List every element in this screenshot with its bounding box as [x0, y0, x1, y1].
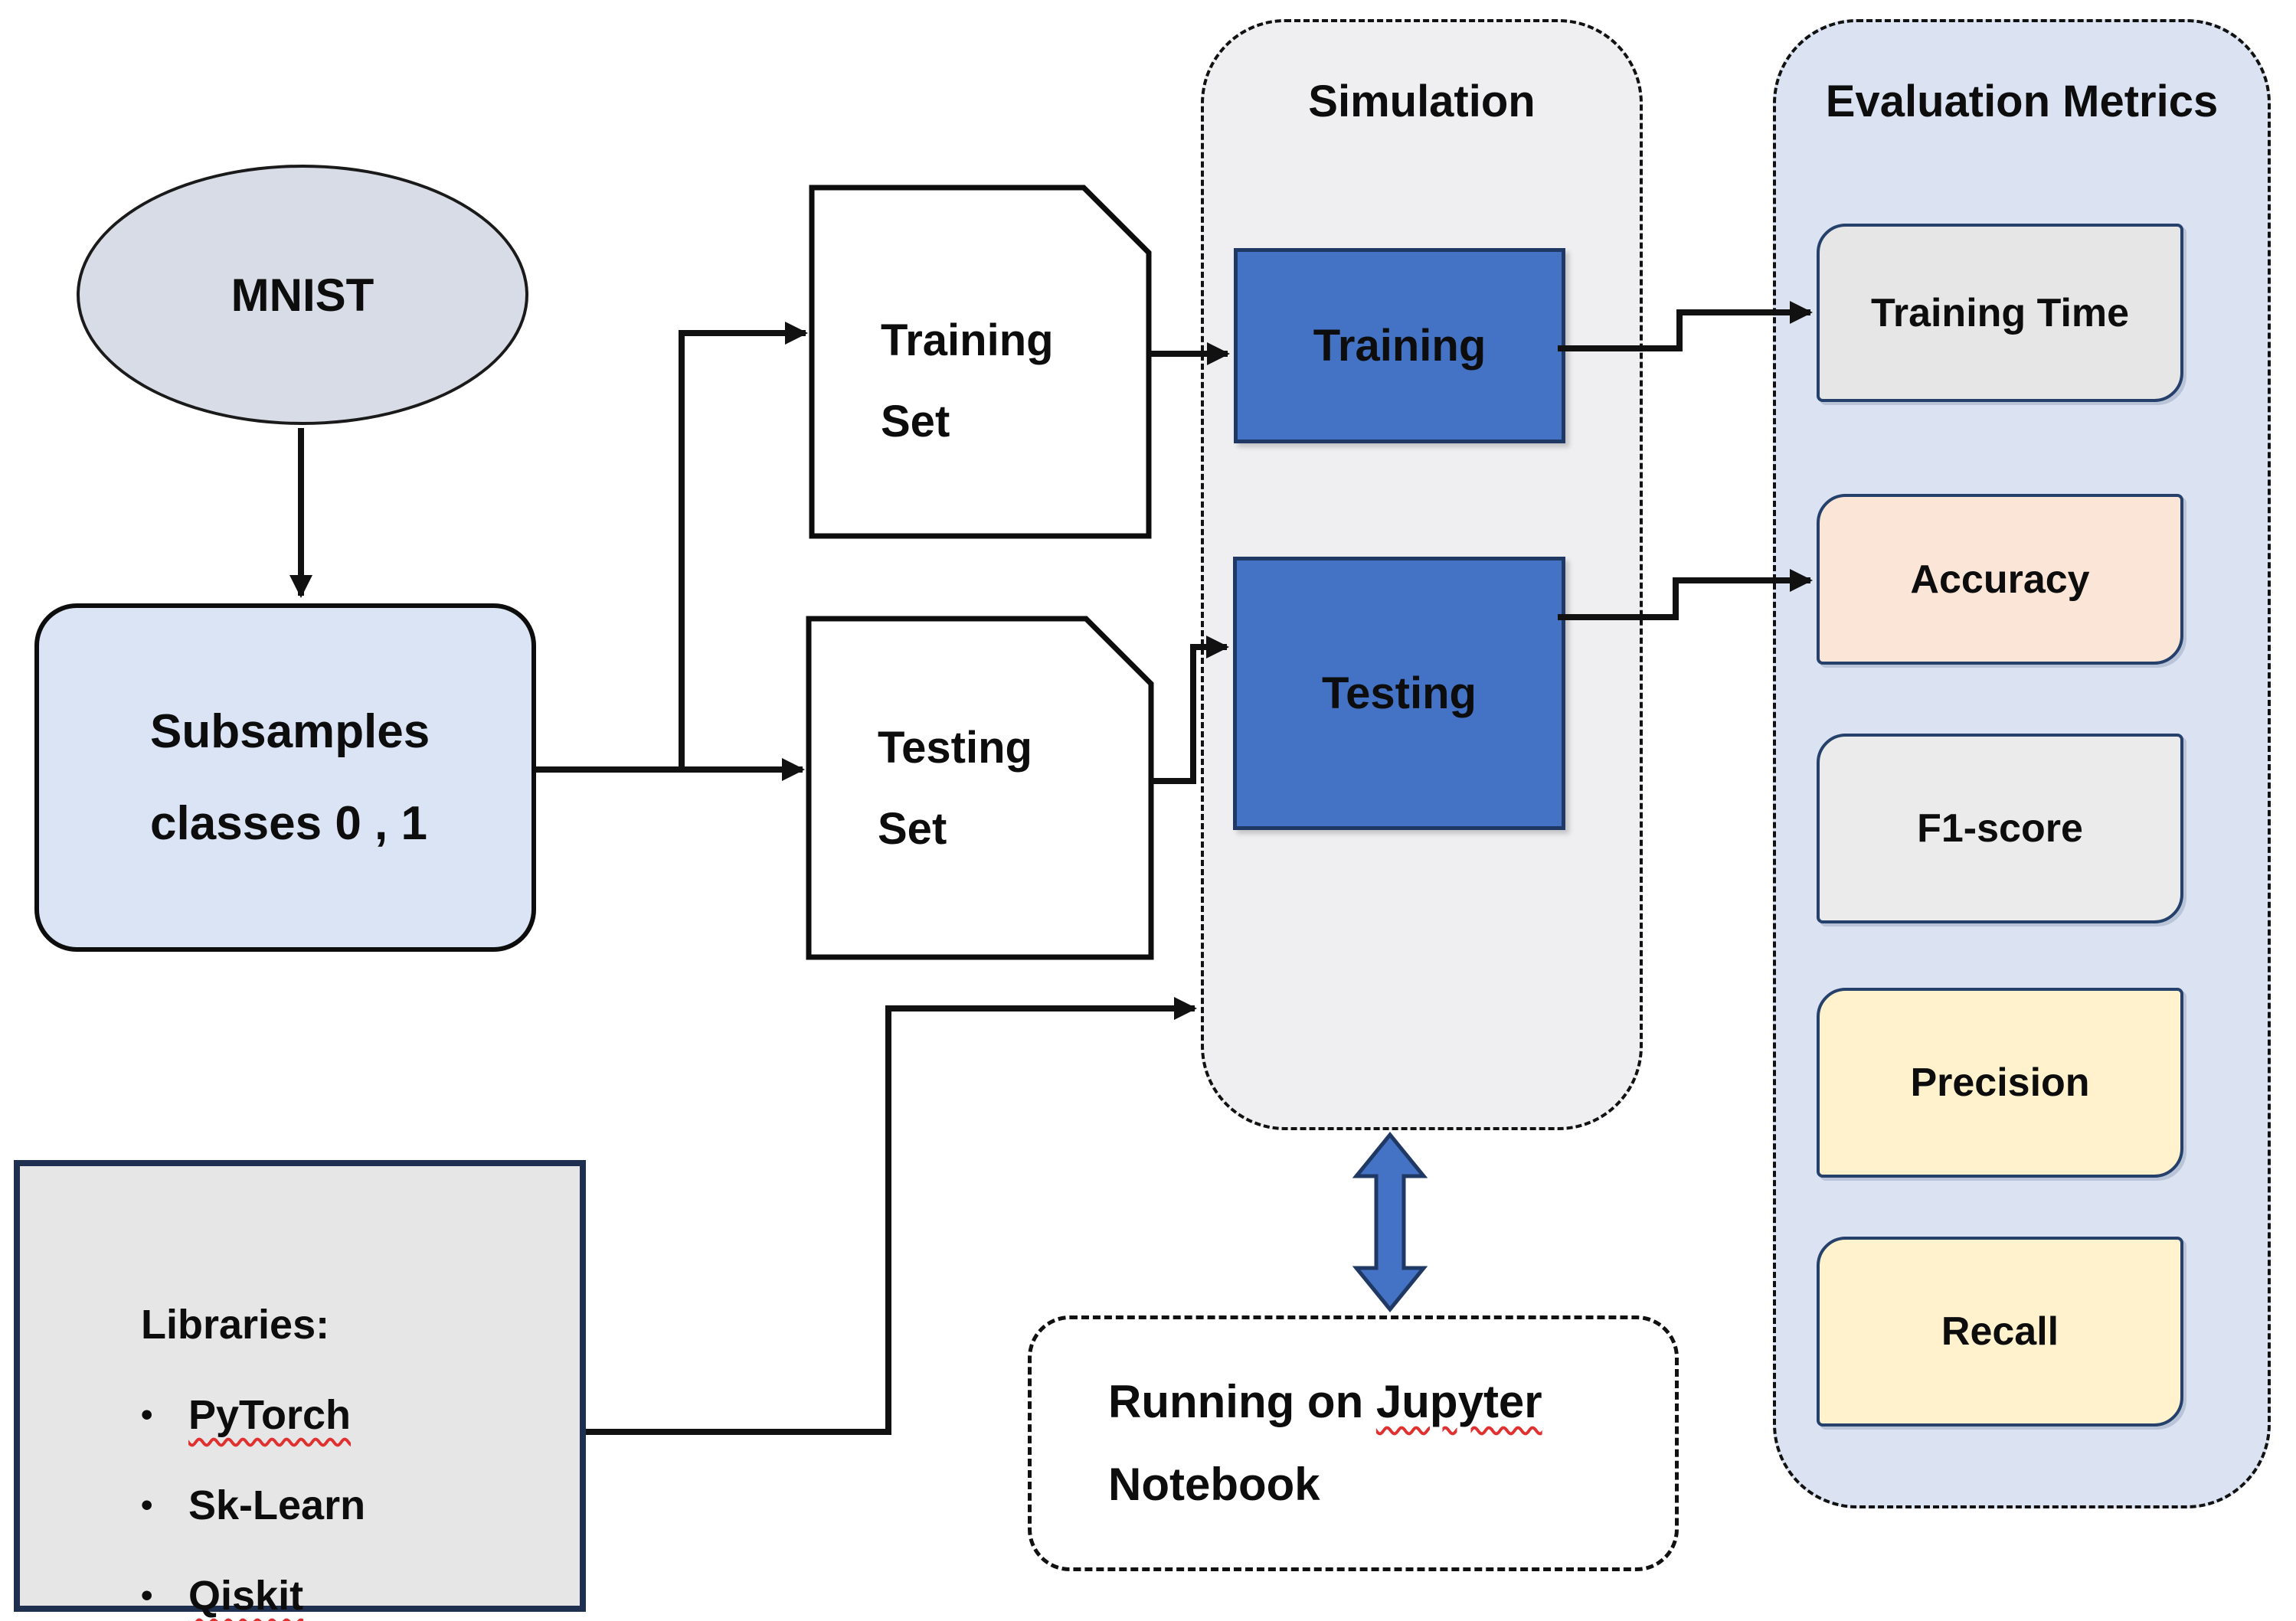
library-item-pytorch: PyTorch — [188, 1392, 352, 1438]
training-process-box: Training — [1234, 248, 1565, 443]
metric-accuracy: Accuracy — [1817, 494, 2183, 665]
notebook-label-line1: Running on Jupyter — [1108, 1361, 1542, 1443]
library-item-qiskit: Qiskit — [188, 1573, 304, 1619]
evaluation-metrics-title: Evaluation Metrics — [1825, 77, 2219, 126]
bullet-icon: • — [141, 1486, 153, 1524]
testing-process-box: Testing — [1233, 557, 1565, 830]
metric-precision: Precision — [1817, 988, 2183, 1178]
testing-set-document-shape — [806, 616, 1154, 960]
testing-process-label: Testing — [1322, 668, 1477, 718]
bullet-icon: • — [141, 1396, 153, 1433]
mnist-label: MNIST — [231, 269, 374, 321]
jupyter-notebook-box: Running on Jupyter Notebook — [1028, 1315, 1679, 1571]
simulation-title: Simulation — [1308, 77, 1536, 126]
subsamples-box: Subsamples classes 0 , 1 — [34, 603, 536, 952]
notebook-label-line2: Notebook — [1108, 1459, 1320, 1510]
library-item-row: • Qiskit — [141, 1551, 580, 1621]
metric-accuracy-label: Accuracy — [1910, 557, 2090, 602]
metric-precision-label: Precision — [1910, 1061, 2090, 1105]
libraries-heading-row: Libraries: — [141, 1279, 580, 1370]
bullet-icon: • — [141, 1577, 153, 1614]
metric-f1-score: F1-score — [1817, 734, 2183, 923]
library-item-row: • PyTorch — [141, 1370, 580, 1460]
metric-recall-label: Recall — [1941, 1309, 2059, 1354]
library-item-row: • Sk-Learn — [141, 1460, 580, 1551]
libraries-heading: Libraries: — [141, 1302, 330, 1348]
mnist-ellipse: MNIST — [77, 165, 528, 425]
subsamples-label: Subsamples classes 0 , 1 — [150, 704, 430, 850]
library-item-sklearn: Sk-Learn — [188, 1482, 366, 1528]
metric-f1-score-label: F1-score — [1917, 806, 2083, 851]
libraries-box: Libraries: • PyTorch • Sk-Learn • Qiskit — [14, 1160, 586, 1619]
training-set-label: Training Set — [881, 315, 1054, 446]
training-process-label: Training — [1313, 321, 1487, 371]
training-set-document-shape — [809, 185, 1152, 539]
notebook-label-prefix: Running on — [1108, 1376, 1376, 1427]
metric-training-time: Training Time — [1817, 224, 2183, 402]
testing-set-label: Testing Set — [878, 723, 1032, 854]
metric-recall: Recall — [1817, 1237, 2183, 1427]
notebook-label-jupyter-word: Jupyter — [1375, 1376, 1542, 1427]
metric-training-time-label: Training Time — [1870, 290, 2130, 335]
